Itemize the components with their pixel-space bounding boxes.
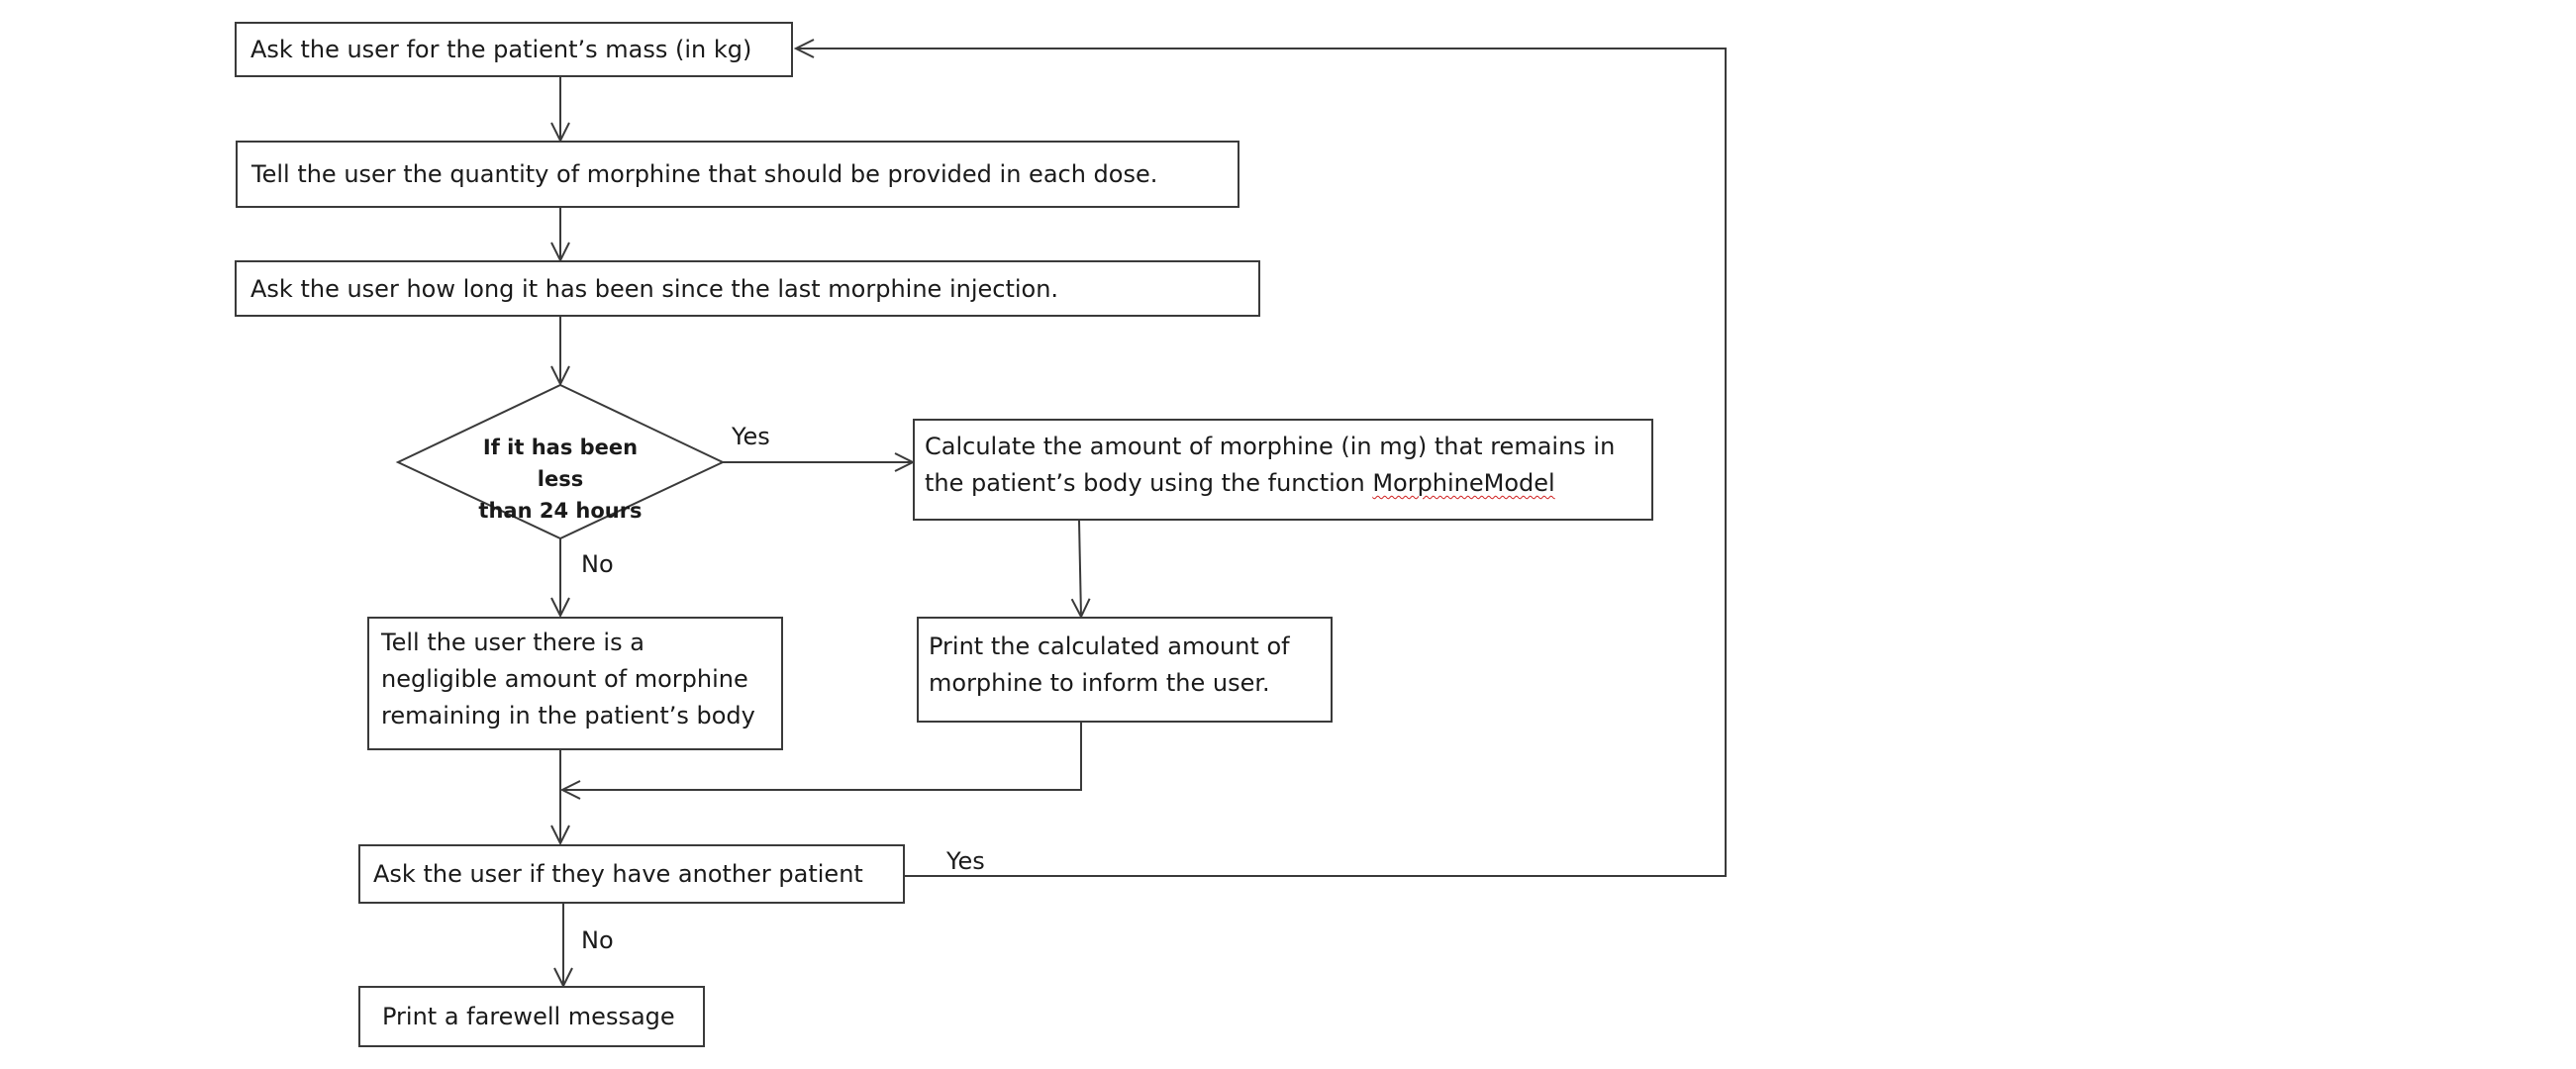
decision-text-line2: than 24 hours [478,499,643,523]
step-ask-duration-text: Ask the user how long it has been since … [250,274,1059,303]
step-farewell: Print a farewell message [358,986,705,1047]
step-negligible-line2: negligible amount of morphine [381,665,748,693]
arrow-calculate-to-print [1079,520,1081,617]
decision-no-label: No [581,550,614,578]
step-calculate-line1: Calculate the amount of morphine (in mg)… [925,433,1616,460]
decision-yes-label: Yes [732,423,770,450]
step-negligible-line3: remaining in the patient’s body [381,702,755,729]
step-ask-another: Ask the user if they have another patien… [358,844,905,904]
step-tell-quantity-text: Tell the user the quantity of morphine t… [251,160,1158,188]
step-tell-quantity: Tell the user the quantity of morphine t… [236,141,1239,208]
decision-text-line1: If it has been less [482,436,639,491]
step-ask-mass-text: Ask the user for the patient’s mass (in … [250,36,752,63]
line-print-to-merge [562,723,1082,790]
another-yes-label: Yes [946,847,985,875]
function-name-morphinemodel: MorphineModel [1372,469,1555,497]
step-calculate: Calculate the amount of morphine (in mg)… [913,419,1653,521]
step-ask-duration: Ask the user how long it has been since … [235,260,1260,317]
step-calculate-line2: the patient’s body using the function Mo… [925,465,1615,502]
arrow-loop-back-yes [796,49,1727,877]
step-ask-another-text: Ask the user if they have another patien… [373,860,863,888]
step-negligible: Tell the user there is a negligible amou… [367,617,783,750]
step-ask-mass: Ask the user for the patient’s mass (in … [235,22,793,77]
another-no-label: No [581,926,614,954]
step-farewell-text: Print a farewell message [382,1003,675,1030]
step-print-amount: Print the calculated amount of morphine … [917,617,1333,723]
step-negligible-line1: Tell the user there is a [381,629,644,656]
step-calculate-line2-prefix: the patient’s body using the function [925,469,1373,497]
step-print-amount-line1: Print the calculated amount of [929,632,1290,660]
decision-text: If it has been less than 24 hours [461,432,659,527]
step-print-amount-line2: morphine to inform the user. [929,669,1270,697]
